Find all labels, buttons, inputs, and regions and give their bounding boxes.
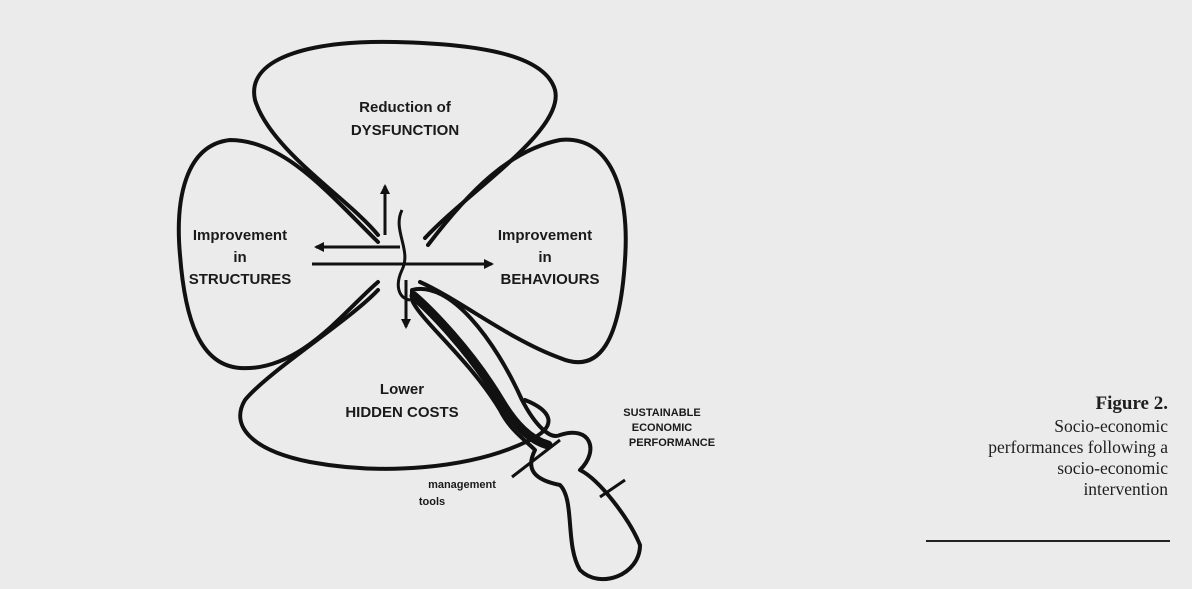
tools-line-2: tools	[419, 496, 445, 508]
center-curve	[398, 210, 410, 300]
left-label-line-2: in	[233, 249, 246, 266]
top-label-line-2: DYSFUNCTION	[351, 122, 459, 139]
top-label-line-1: Reduction of	[359, 99, 452, 116]
bottom-label-line-1: Lower	[380, 381, 424, 398]
left-label-line-3: STRUCTURES	[189, 271, 292, 288]
tools-line-1: management	[428, 479, 496, 491]
left-petal-outline	[179, 140, 378, 368]
outcome-line-1: SUSTAINABLE	[623, 407, 700, 419]
right-label-line-2: in	[538, 249, 551, 266]
right-label-line-1: Improvement	[498, 227, 592, 244]
right-label-line-3: BEHAVIOURS	[501, 271, 600, 288]
bottom-label-line-2: HIDDEN COSTS	[345, 404, 458, 421]
figure-label: Figure 2.	[908, 392, 1168, 416]
caption-line-1: Socio-economic	[908, 416, 1168, 437]
left-label-line-1: Improvement	[193, 227, 287, 244]
outcome-line-3: PERFORMANCE	[629, 437, 715, 449]
bottom-petal-outline	[240, 290, 548, 469]
caption-rule	[926, 540, 1170, 542]
caption-line-2: performances following a	[908, 437, 1168, 458]
top-petal-outline	[254, 42, 556, 238]
caption-line-4: intervention	[908, 479, 1168, 500]
caption-line-3: socio-economic	[908, 458, 1168, 479]
figure-caption: Figure 2. Socio-economic performances fo…	[908, 392, 1168, 500]
outcome-line-2: ECONOMIC	[632, 422, 693, 434]
